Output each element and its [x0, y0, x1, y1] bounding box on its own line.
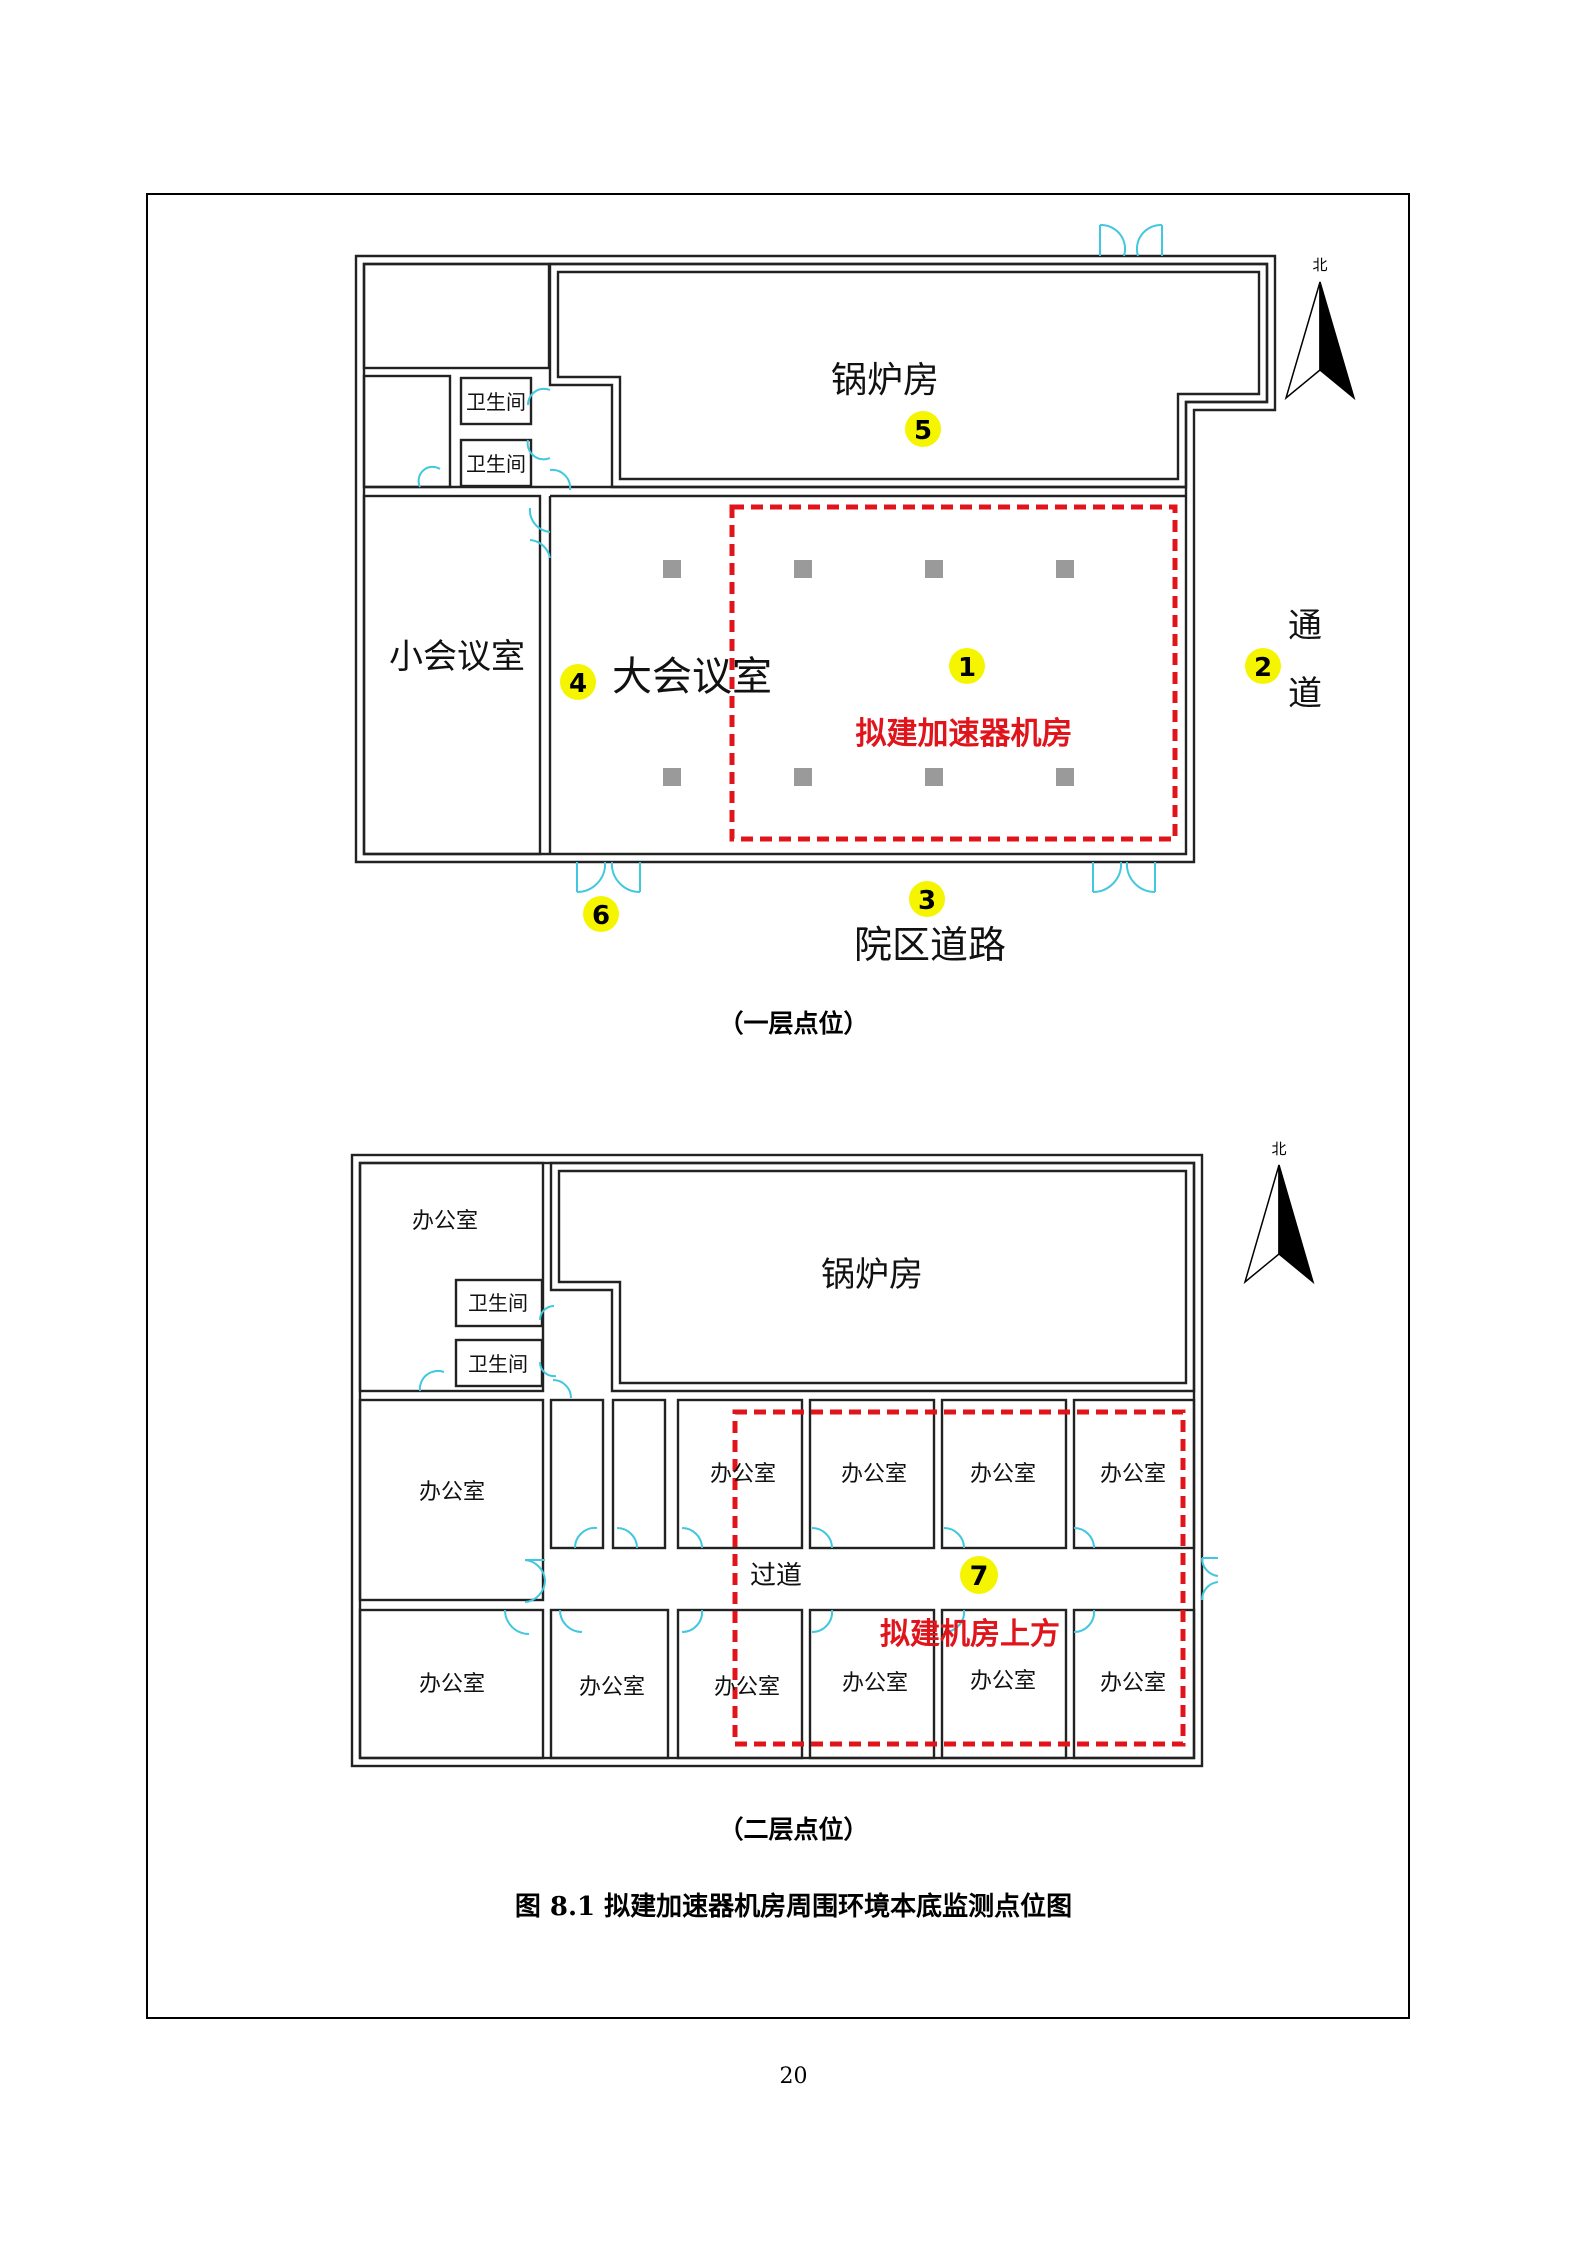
svg-text:3: 3 — [918, 886, 936, 916]
f2-office-t5-label: 办公室 — [970, 1462, 1036, 1487]
f1-restroom-b-label: 卫生间 — [466, 452, 526, 476]
proposed-room-outline — [729, 504, 1178, 842]
f1-road-label: 院区道路 — [854, 923, 1006, 967]
f2-office-t3-label: 办公室 — [710, 1462, 776, 1487]
page-number: 20 — [779, 2064, 808, 2089]
svg-text:4: 4 — [569, 669, 587, 699]
f2-proposed-room-above-label: 拟建机房上方 — [880, 1617, 1060, 1652]
f2-office-t6-label: 办公室 — [1100, 1462, 1166, 1487]
point-marker-5: 5 — [905, 411, 941, 447]
f2-office-bl-label: 办公室 — [419, 1672, 485, 1697]
f2-office-b6-label: 办公室 — [1100, 1671, 1166, 1696]
f1-passage-label-a: 通 — [1288, 606, 1322, 646]
f2-restroom-b-label: 卫生间 — [468, 1352, 528, 1376]
north-arrow-icon-2 — [1243, 1164, 1315, 1285]
f2-office-t4-label: 办公室 — [841, 1462, 907, 1487]
point-marker-6: 6 — [583, 896, 619, 932]
svg-text:1: 1 — [958, 653, 976, 683]
f2-office-b5-label: 办公室 — [970, 1669, 1036, 1694]
floor1-caption: （一层点位） — [718, 1009, 869, 1038]
f1-small-meeting-label: 小会议室 — [389, 637, 525, 677]
f2-office-ml-label: 办公室 — [419, 1480, 485, 1505]
floor2-plan — [350, 1153, 1219, 1768]
point-marker-1: 1 — [949, 648, 985, 684]
svg-text:7: 7 — [970, 1561, 989, 1592]
north-label-2: 北 — [1271, 1140, 1286, 1158]
north-label-1: 北 — [1312, 256, 1327, 274]
f2-restroom-a-label: 卫生间 — [468, 1291, 528, 1315]
f2-office-b4-label: 办公室 — [842, 1671, 908, 1696]
f2-office-b2-label: 办公室 — [579, 1675, 645, 1700]
svg-text:6: 6 — [592, 901, 610, 931]
proposed-room-above-outline — [732, 1409, 1186, 1747]
f1-passage-label-b: 道 — [1288, 674, 1322, 714]
point-marker-2: 2 — [1245, 648, 1281, 684]
f1-restroom-a-label: 卫生间 — [466, 390, 526, 414]
f1-boiler-room-label: 锅炉房 — [831, 360, 939, 401]
point-marker-4: 4 — [560, 664, 596, 700]
f1-proposed-room-label: 拟建加速器机房 — [856, 716, 1073, 752]
f2-boiler-room-label: 锅炉房 — [821, 1255, 923, 1295]
floor1-plan — [354, 223, 1277, 894]
figure-frame — [146, 193, 1410, 2019]
north-arrow-icon-1 — [1284, 281, 1356, 401]
figure-caption: 图 8.1 拟建加速器机房周围环境本底监测点位图 — [514, 1892, 1073, 1922]
svg-text:2: 2 — [1254, 653, 1272, 683]
f1-large-meeting-label: 大会议室 — [612, 654, 772, 700]
f2-office-b3-label: 办公室 — [714, 1675, 780, 1700]
f2-office-tl-label: 办公室 — [412, 1209, 478, 1234]
point-marker-3: 3 — [909, 881, 945, 917]
svg-text:5: 5 — [914, 416, 932, 446]
f2-corridor-label: 过道 — [750, 1561, 802, 1591]
point-marker-7: 7 — [960, 1556, 998, 1594]
floor2-caption: （二层点位） — [718, 1815, 869, 1844]
